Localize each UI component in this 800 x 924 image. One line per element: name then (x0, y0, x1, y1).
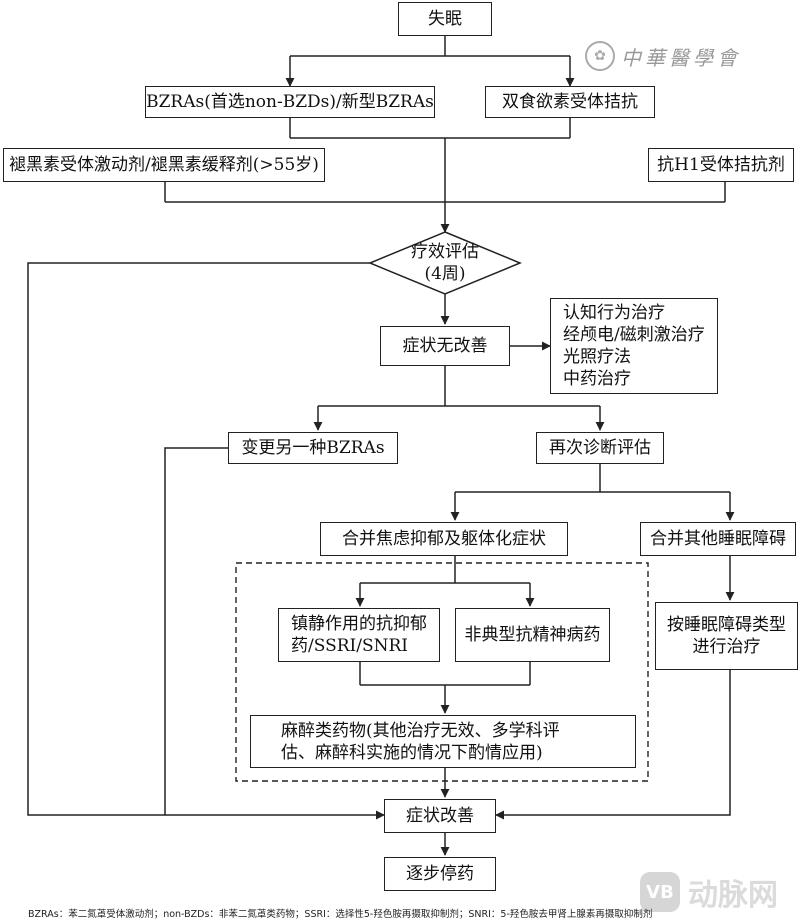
eval-duration: (4周) (424, 264, 466, 284)
node-treat-by-type: 按睡眠障碍类型 进行治疗 (655, 602, 798, 670)
node-bzra: BZRAs(首选non-BZDs)/新型BZRAs (145, 86, 435, 118)
dashed-drug-group (235, 562, 649, 782)
node-symptom-improved: 症状改善 (384, 799, 496, 833)
seal-icon: ✿ (585, 41, 615, 71)
node-taper-off: 逐步停药 (384, 857, 496, 891)
node-other-sleep-disorders: 合并其他睡眠障碍 (640, 522, 796, 556)
node-change-bzra: 变更另一种BZRAs (228, 432, 398, 464)
node-anesthetics: 麻醉类药物(其他治疗无效、多学科评 估、麻醉科实施的情况下酌情应用) (250, 715, 636, 768)
logo-text: 中華醫學會 (621, 45, 741, 70)
node-other-treatments: 认知行为治疗 经颅电/磁刺激治疗 光照疗法 中药治疗 (550, 298, 718, 394)
watermark: VB 动脉网 (640, 870, 795, 914)
node-anxiety-depression: 合并焦虑抑郁及躯体化症状 (320, 522, 568, 556)
node-insomnia: 失眠 (398, 2, 492, 36)
abbreviation-footnote: BZRAs：苯二氮䓬受体激动剂；non-BZDs：非苯二氮䓬类药物；SSRI：选… (28, 909, 653, 920)
eval-title: 疗效评估 (411, 242, 479, 262)
association-logo: ✿ 中華醫學會 (585, 38, 765, 74)
node-orexin: 双食欲素受体拮抗 (485, 86, 655, 118)
node-h1-antagonist: 抗H1受体拮抗剂 (648, 148, 794, 182)
watermark-text: 动脉网 (688, 878, 778, 913)
node-atypical-antipsychotics: 非典型抗精神病药 (455, 608, 610, 662)
node-rediagnose: 再次诊断评估 (536, 432, 664, 464)
node-no-improvement: 症状无改善 (380, 326, 510, 366)
watermark-icon: VB (640, 872, 680, 912)
node-efficacy-eval: 疗效评估 (4周) (385, 240, 505, 286)
node-melatonin: 褪黑素受体激动剂/褪黑素缓释剂(>55岁) (3, 148, 325, 182)
node-sedative-antidepressants: 镇静作用的抗抑郁 药/SSRI/SNRI (278, 608, 440, 662)
